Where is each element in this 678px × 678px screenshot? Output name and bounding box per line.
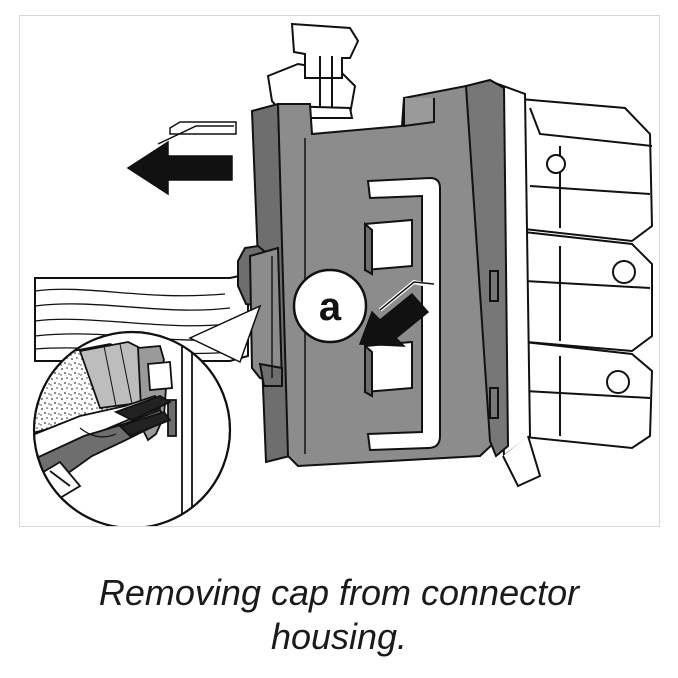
inset-pointer [188,304,262,364]
arrow-left-icon [126,121,237,196]
connector-illustration: a [32,22,654,526]
arrow-push-icon [358,279,435,347]
connector-cap [237,244,284,387]
connector-modules [488,79,654,488]
callout-label: a [319,285,342,329]
caption-line-2: housing. [270,616,408,657]
connector-housing [250,78,510,468]
callout-a: a [292,268,368,344]
figure-frame: a [19,15,660,527]
pliers-icon [34,394,172,518]
caption-line-1: Removing cap from connector [98,572,580,613]
figure-caption: Removing cap from connector housing. [0,571,678,659]
